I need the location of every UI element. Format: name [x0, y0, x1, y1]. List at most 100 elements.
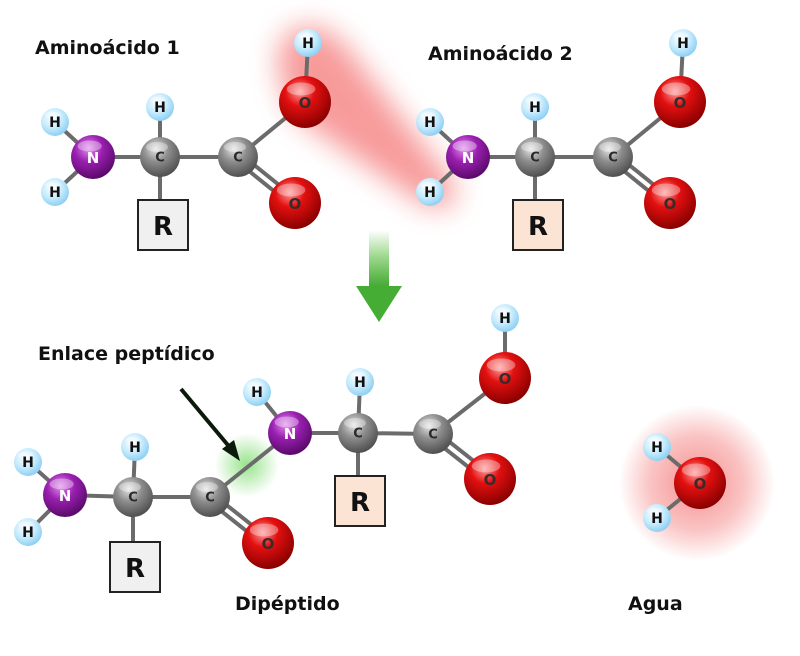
atom-shine — [274, 416, 299, 428]
oxygen-sphere — [269, 177, 321, 229]
nitrogen-sphere — [268, 411, 312, 455]
carbon-sphere — [140, 137, 180, 177]
hydrogen-atom: H — [346, 368, 374, 396]
hydrogen-sphere — [643, 433, 671, 461]
r-group-symbol: R — [528, 212, 548, 242]
hydrogen-atom: H — [521, 93, 549, 121]
carbon-atom: C — [113, 477, 153, 517]
carbon-sphere — [218, 137, 258, 177]
hydrogen-atom: H — [14, 518, 42, 546]
atom-shine — [647, 507, 663, 515]
amino-acid-2-title: Aminoácido 2 — [428, 43, 573, 65]
atom-shine — [452, 140, 477, 152]
atom-symbol: H — [22, 455, 34, 471]
atom-symbol: O — [299, 94, 312, 112]
hydrogen-atom: H — [294, 29, 322, 57]
atom-shine — [661, 82, 691, 96]
amino-acid-1-title: Aminoácido 1 — [35, 37, 180, 59]
r-group-box: R — [334, 475, 386, 527]
atom-symbol: O — [694, 475, 707, 493]
dipeptide-title: Dipéptido — [235, 593, 340, 615]
r-group-square — [512, 199, 564, 251]
oxygen-sphere — [464, 453, 516, 505]
atom-symbol: O — [499, 370, 512, 388]
r-group-box: R — [109, 541, 161, 593]
oxygen-atom: O — [464, 453, 516, 505]
atom-shine — [150, 96, 166, 104]
atom-symbol: H — [677, 36, 689, 52]
atom-shine — [420, 181, 436, 189]
oxygen-atom: O — [644, 177, 696, 229]
atom-shine — [681, 463, 711, 477]
hydrogen-sphere — [346, 368, 374, 396]
atom-shine — [249, 523, 279, 537]
atom-shine — [495, 307, 511, 315]
atom-symbol: O — [289, 195, 302, 213]
nitrogen-atom: N — [43, 473, 87, 517]
atom-symbol: H — [651, 511, 663, 527]
r-group-symbol: R — [153, 212, 173, 242]
atom-symbol: O — [674, 94, 687, 112]
hydrogen-sphere — [416, 178, 444, 206]
atom-shine — [286, 82, 316, 96]
r-group-box: R — [137, 199, 189, 251]
nitrogen-atom: N — [71, 135, 115, 179]
atom-symbol: H — [529, 100, 541, 116]
oxygen-atom: O — [279, 76, 331, 128]
oxygen-atom: O — [674, 457, 726, 509]
atom-symbol: N — [87, 149, 100, 167]
r-group-square — [334, 475, 386, 527]
hydrogen-atom: H — [14, 448, 42, 476]
carbon-atom: C — [218, 137, 258, 177]
atom-shine — [298, 32, 314, 40]
hydrogen-sphere — [41, 178, 69, 206]
atom-symbol: H — [354, 375, 366, 391]
carbon-sphere — [515, 137, 555, 177]
atom-shine — [344, 418, 366, 428]
hydrogen-sphere — [121, 433, 149, 461]
water-removal-highlight — [278, 26, 456, 208]
atom-symbol: N — [59, 487, 72, 505]
atom-shine — [471, 459, 501, 473]
atom-shine — [651, 183, 681, 197]
oxygen-sphere — [279, 76, 331, 128]
atom-shine — [420, 111, 436, 119]
nitrogen-sphere — [43, 473, 87, 517]
hydrogen-sphere — [14, 448, 42, 476]
atom-symbol: C — [128, 491, 138, 506]
atom-shine — [49, 478, 74, 490]
hydrogen-atom: H — [669, 29, 697, 57]
atom-symbol: H — [49, 115, 61, 131]
atom-shine — [350, 371, 366, 379]
atom-symbol: H — [302, 36, 314, 52]
hydrogen-sphere — [294, 29, 322, 57]
nitrogen-sphere — [446, 135, 490, 179]
atom-shine — [18, 451, 34, 459]
atom-shine — [45, 181, 61, 189]
carbon-atom: C — [593, 137, 633, 177]
carbon-sphere — [113, 477, 153, 517]
atom-symbol: H — [49, 185, 61, 201]
atom-symbol: H — [651, 440, 663, 456]
hydrogen-atom: H — [146, 93, 174, 121]
oxygen-atom: O — [654, 76, 706, 128]
atom-shine — [146, 142, 168, 152]
atom-shine — [18, 521, 34, 529]
atom-symbol: H — [424, 185, 436, 201]
atom-symbol: C — [353, 427, 363, 442]
atom-symbol: C — [530, 151, 540, 166]
carbon-sphere — [190, 477, 230, 517]
carbon-atom: C — [338, 413, 378, 453]
carbon-atom: C — [413, 414, 453, 454]
oxygen-atom: O — [269, 177, 321, 229]
r-group-square — [109, 541, 161, 593]
hydrogen-atom: H — [643, 433, 671, 461]
hydrogen-atom: H — [643, 504, 671, 532]
carbon-atom: C — [190, 477, 230, 517]
oxygen-sphere — [479, 352, 531, 404]
hydrogen-sphere — [14, 518, 42, 546]
hydrogen-atom: H — [121, 433, 149, 461]
atom-symbol: C — [428, 428, 438, 443]
hydrogen-sphere — [416, 108, 444, 136]
